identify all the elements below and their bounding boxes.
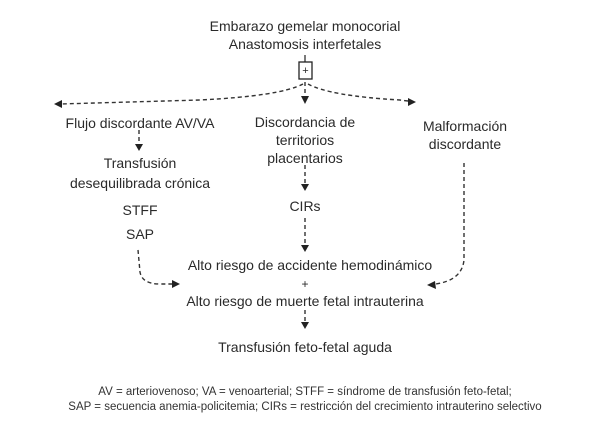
outcome-muerte-fetal: Alto riesgo de muerte fetal intrauterina (186, 293, 424, 309)
arrowhead (301, 322, 309, 329)
arrowhead-right (408, 98, 416, 106)
malformacion-label-line1: Malformación (422, 118, 508, 134)
malformacion-label-line2: discordante (428, 136, 502, 152)
final-transfusion-aguda: Transfusión feto-fetal aguda (218, 339, 392, 355)
arrow-malformacion-to-outcome (435, 163, 465, 285)
transfusion-label: Transfusión (103, 155, 177, 171)
arrowhead-left (54, 100, 62, 108)
arrowhead (172, 280, 180, 288)
arrow-to-left-branch (59, 83, 304, 105)
discordancia-label-line2: territorios (275, 132, 335, 148)
flujo-discordante-label: Flujo discordante AV/VA (65, 115, 215, 131)
discordancia-label-line3: placentarios (267, 150, 343, 166)
cirs-label: CIRs (289, 198, 321, 214)
title-line2: Anastomosis interfetales (228, 36, 382, 52)
desequilibrada-label: desequilibrada crónica (69, 175, 211, 191)
arrowhead (301, 184, 309, 191)
outcome-plus: + (301, 277, 309, 291)
arrowhead-center (301, 96, 309, 104)
sap-label: SAP (125, 226, 154, 242)
arrowhead (301, 245, 309, 252)
outcome-hemodinamico: Alto riesgo de accidente hemodinámico (187, 257, 433, 273)
arrowhead (427, 281, 436, 289)
footnote-line2: SAP = secuencia anemia-policitemia; CIRs… (68, 401, 542, 413)
title-line1: Embarazo gemelar monocorial (209, 18, 401, 34)
arrow-to-right-branch (307, 83, 409, 102)
junction-plus: + (302, 65, 309, 77)
junction-box (298, 61, 313, 80)
stff-label: STFF (122, 202, 158, 218)
discordancia-label-line1: Discordancia de (254, 114, 356, 130)
footnote-line1: AV = arteriovenoso; VA = venoarterial; S… (98, 386, 512, 398)
arrowhead (135, 144, 143, 151)
arrow-sap-to-outcome (137, 249, 172, 285)
